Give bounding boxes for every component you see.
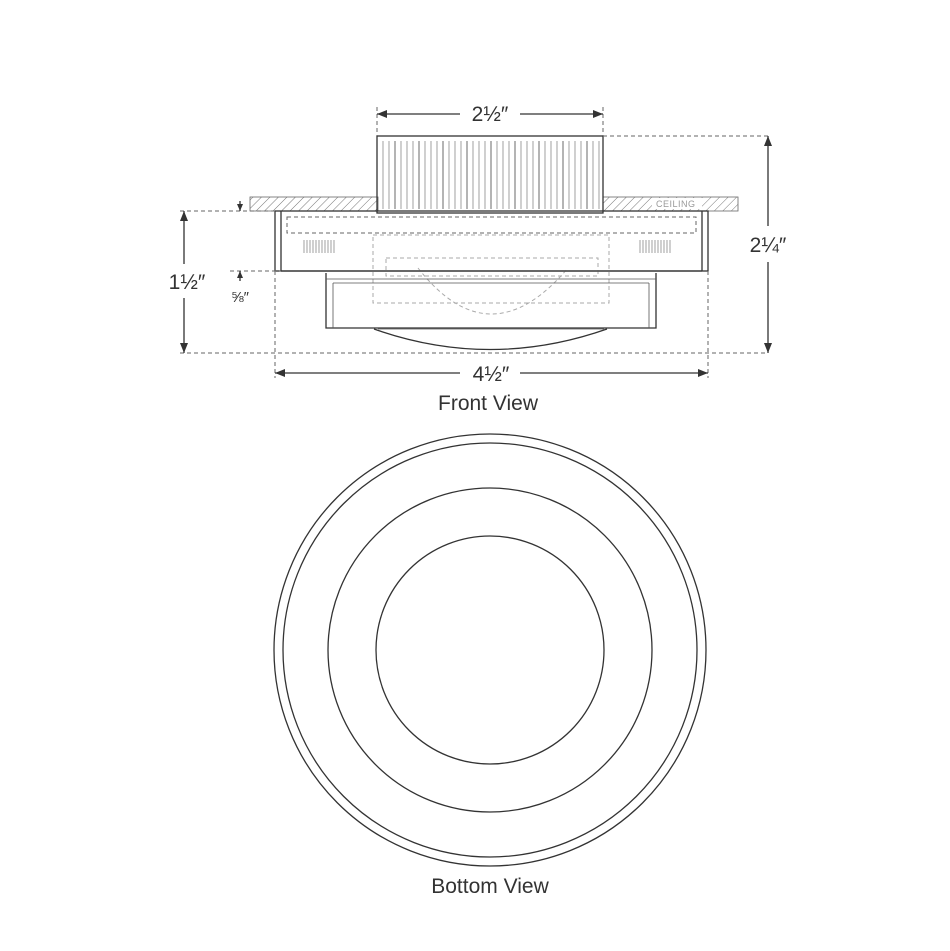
canopy bbox=[274, 210, 709, 272]
overall-width-label: 4½″ bbox=[473, 363, 510, 386]
dimension-overall-width: 4½″ bbox=[275, 363, 708, 386]
housing-ring bbox=[327, 487, 653, 813]
ceiling-line: CEILING bbox=[249, 196, 739, 212]
front-view-label: Front View bbox=[438, 392, 539, 415]
dimension-lens-drop: ⅝″ bbox=[231, 201, 250, 306]
overall-height-label: 2¼″ bbox=[750, 234, 787, 257]
dimension-canopy-height: 1½″ bbox=[169, 211, 206, 353]
lens-housing bbox=[281, 270, 702, 329]
canopy-height-label: 1½″ bbox=[169, 271, 206, 294]
extension-lines bbox=[180, 107, 768, 378]
junction-box-ribs bbox=[382, 141, 600, 209]
dimension-overall-height: 2¼″ bbox=[750, 136, 787, 353]
lens-drop-label: ⅝″ bbox=[231, 289, 250, 306]
canopy-vents bbox=[303, 240, 671, 253]
internal-bracket bbox=[372, 234, 610, 315]
front-view: CEILING bbox=[169, 103, 787, 415]
canopy-inner-ring bbox=[282, 442, 698, 858]
top-width-label: 2½″ bbox=[472, 103, 509, 126]
ceiling-label: CEILING bbox=[656, 199, 696, 209]
lens-ring bbox=[375, 535, 605, 765]
bottom-view-label: Bottom View bbox=[431, 875, 549, 898]
dome-lens bbox=[373, 328, 608, 351]
dimension-top-width: 2½″ bbox=[377, 103, 603, 126]
junction-box bbox=[376, 135, 604, 214]
canopy-outer-ring bbox=[273, 433, 707, 867]
bottom-view: Bottom View bbox=[273, 433, 707, 898]
